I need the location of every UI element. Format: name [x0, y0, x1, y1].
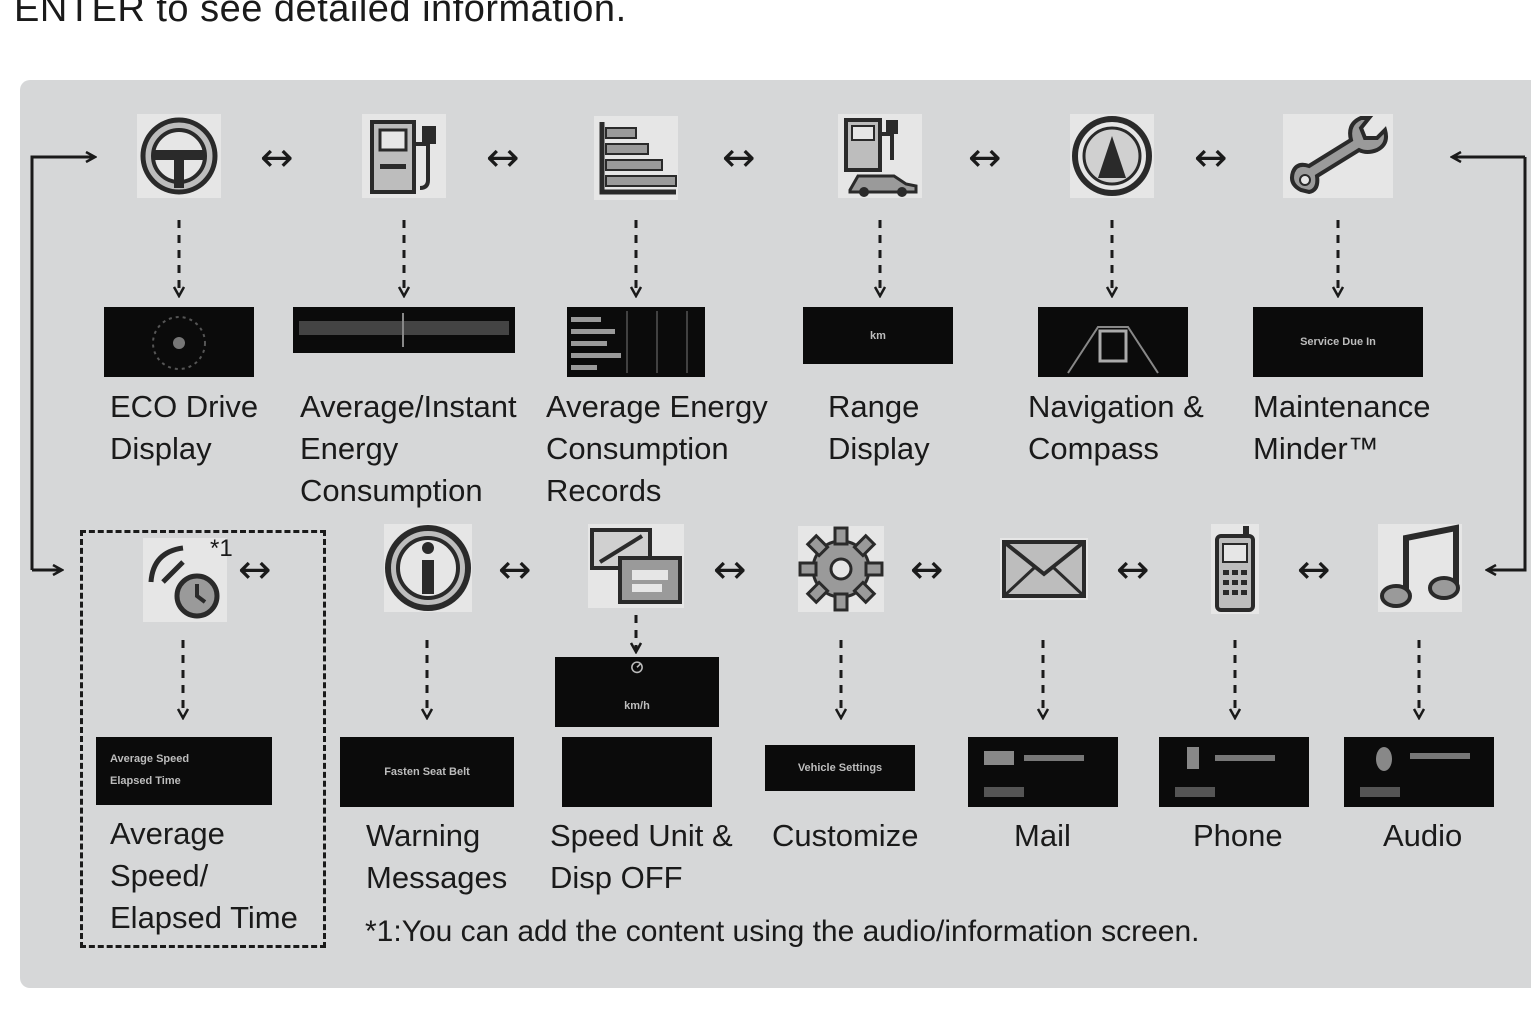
- range-unit-text: km: [870, 329, 886, 342]
- bidirectional-arrow: ↔: [260, 135, 294, 181]
- label-line: Warning: [366, 818, 481, 853]
- customize-screen: Vehicle Settings: [765, 745, 915, 791]
- envelope-icon: [1000, 538, 1088, 600]
- label-customize: Customize: [772, 815, 918, 857]
- customize-screen-text: Vehicle Settings: [797, 762, 883, 774]
- elapsed-time-text: Elapsed Time: [110, 775, 181, 787]
- warning-messages-screen: Fasten Seat Belt: [340, 737, 514, 807]
- bidirectional-arrow: ↔: [486, 135, 520, 181]
- music-note-icon: [1378, 524, 1462, 612]
- bidirectional-arrow: ↔: [1116, 547, 1150, 593]
- label-line: Elapsed Time: [110, 900, 298, 935]
- avg-speed-screen: Average Speed Elapsed Time: [96, 737, 272, 805]
- header-text: ENTER to see detailed information.: [14, 0, 627, 30]
- bidirectional-arrow: ↔: [1194, 135, 1228, 181]
- warning-screen-text: Fasten Seat Belt: [384, 766, 470, 778]
- label-line: Display: [828, 431, 930, 466]
- bidirectional-arrow: ↔: [713, 547, 747, 593]
- speed-time-icon: [143, 538, 227, 622]
- label-line: Audio: [1383, 818, 1463, 853]
- label-line: Average/Instant: [300, 389, 517, 424]
- label-line: Average Energy: [546, 389, 768, 424]
- label-line: Energy: [300, 431, 399, 466]
- label-line: Consumption: [546, 431, 729, 466]
- label-line: Range: [828, 389, 920, 424]
- audio-screen: [1344, 737, 1494, 807]
- label-line: Average: [110, 816, 225, 851]
- bidirectional-arrow: ↔: [238, 547, 272, 593]
- info-icon: [384, 524, 472, 612]
- bidirectional-arrow: ↔: [910, 547, 944, 593]
- label-line: Consumption: [300, 473, 483, 508]
- label-average-speed: Average Speed/ Elapsed Time: [110, 813, 298, 939]
- maintenance-screen: Service Due In: [1253, 307, 1423, 377]
- energy-records-screen: [567, 307, 705, 377]
- gear-icon: [798, 526, 884, 612]
- energy-consumption-screen: [293, 307, 515, 353]
- range-car-icon: [838, 114, 922, 198]
- eco-drive-screen: [104, 307, 254, 377]
- label-line: Disp OFF: [550, 860, 683, 895]
- footnote: *1:You can add the content using the aud…: [365, 915, 1200, 948]
- compass-icon: [1070, 114, 1154, 198]
- wrench-icon: [1283, 114, 1393, 198]
- display-off-screen: [562, 737, 712, 807]
- label-line: Speed/: [110, 858, 209, 893]
- label-warning-messages: Warning Messages: [366, 815, 507, 899]
- label-speed-unit: Speed Unit & Disp OFF: [550, 815, 733, 899]
- speed-unit-screen: km/h: [555, 657, 719, 727]
- maintenance-screen-text: Service Due In: [1300, 336, 1376, 348]
- label-line: ECO Drive: [110, 389, 259, 424]
- navigation-screen: [1038, 307, 1188, 377]
- label-line: Records: [546, 473, 662, 508]
- diagram-panel: [20, 80, 1531, 988]
- label-audio: Audio: [1383, 815, 1462, 857]
- bidirectional-arrow: ↔: [968, 135, 1002, 181]
- range-display-screen: km: [803, 307, 953, 364]
- label-phone: Phone: [1193, 815, 1283, 857]
- bidirectional-arrow: ↔: [498, 547, 532, 593]
- footnote-marker: *1: [210, 535, 233, 562]
- label-line: Compass: [1028, 431, 1159, 466]
- display-unit-icon: [588, 524, 684, 608]
- mail-screen: [968, 737, 1118, 807]
- charging-station-icon: [362, 114, 446, 198]
- label-line: Messages: [366, 860, 508, 895]
- bidirectional-arrow: ↔: [1297, 547, 1331, 593]
- phone-screen: [1159, 737, 1309, 807]
- label-line: Display: [110, 431, 212, 466]
- label-eco-drive: ECO Drive Display: [110, 386, 258, 470]
- label-line: Maintenance: [1253, 389, 1431, 424]
- label-navigation-compass: Navigation & Compass: [1028, 386, 1204, 470]
- label-line: Phone: [1193, 818, 1283, 853]
- optional-content-box: [80, 530, 326, 948]
- speed-unit-text: km/h: [624, 700, 650, 712]
- phone-icon: [1211, 524, 1259, 614]
- label-energy-consumption: Average/Instant Energy Consumption: [300, 386, 517, 512]
- label-line: Minder™: [1253, 431, 1379, 466]
- bar-records-icon: [594, 116, 678, 200]
- label-line: Mail: [1014, 818, 1071, 853]
- steering-wheel-icon: [137, 114, 221, 198]
- label-line: Customize: [772, 818, 919, 853]
- label-energy-records: Average Energy Consumption Records: [546, 386, 768, 512]
- label-line: Speed Unit &: [550, 818, 733, 853]
- avg-speed-text: Average Speed: [110, 753, 190, 765]
- label-maintenance-minder: Maintenance Minder™: [1253, 386, 1431, 470]
- label-mail: Mail: [1014, 815, 1071, 857]
- bidirectional-arrow: ↔: [722, 135, 756, 181]
- label-line: Navigation &: [1028, 389, 1204, 424]
- label-range-display: Range Display: [828, 386, 930, 470]
